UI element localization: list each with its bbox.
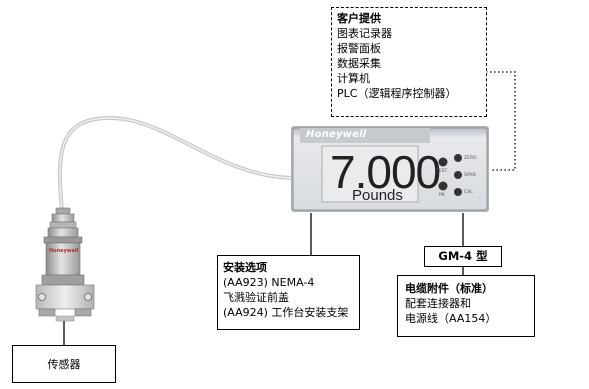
customer-item-chart-recorder: 图表记录器 [337, 27, 392, 40]
sensor-cable-highlight [59, 117, 301, 211]
customer-item-plc: PLC（逻辑程序控制器） [337, 87, 457, 100]
sensor-assembly [35, 207, 95, 322]
customer-item-alarm-panel: 报警面板 [337, 42, 381, 55]
cal-button [454, 188, 462, 196]
model-label: GM-4 型 [438, 249, 488, 263]
display-brand: Honeywell [306, 129, 367, 140]
display-brand-bar [300, 128, 430, 143]
model-box: GM-4 型 [424, 246, 502, 267]
customer-box-title: 客户提供 [337, 12, 381, 25]
zero-button [454, 154, 462, 162]
install-box-title: 安装选项 [223, 261, 267, 274]
cable-box-title: 电缆附件（标准） [405, 282, 493, 295]
install-option-bench-bracket: (AA924) 工作台安装支架 [223, 306, 349, 319]
sensor-brand: Honeywell [49, 248, 79, 254]
span-button-label: SPAN [464, 173, 476, 178]
customer-item-data-acquisition: 数据采集 [337, 57, 381, 70]
test-button-label: TEST [436, 169, 448, 174]
pk-button [438, 181, 448, 191]
span-button [454, 171, 462, 179]
display-value: 7.000 [330, 146, 441, 198]
display-unit-label: Pounds [352, 187, 403, 204]
customer-supplied-box: 客户提供 图表记录器 报警面板 数据采集 计算机 PLC（逻辑程序控制器） [331, 7, 487, 117]
test-button [438, 157, 448, 167]
sensor-label-box: 传感器 [12, 345, 116, 383]
customer-item-computer: 计算机 [337, 72, 370, 85]
install-option-front-cover: 飞溅验证前盖 [223, 291, 289, 304]
customer-connector-line [486, 71, 516, 171]
cable-line-connector: 配套连接器和 [405, 297, 471, 310]
zero-button-label: ZERO [464, 156, 477, 161]
display-unit [291, 126, 489, 212]
cable-accessories-box: 电缆附件（标准） 配套连接器和 电源线（AA154） [397, 275, 535, 337]
sensor-cable [57, 115, 301, 211]
install-option-nema: (AA923) NEMA-4 [223, 276, 315, 289]
cable-line-power-cord: 电源线（AA154） [405, 312, 497, 325]
sensor-label: 传感器 [47, 358, 81, 371]
install-options-box: 安装选项 (AA923) NEMA-4 飞溅验证前盖 (AA924) 工作台安装… [217, 255, 360, 330]
display-screen [321, 145, 419, 203]
cal-button-label: CAL [464, 190, 473, 195]
pk-button-label: PK [439, 193, 445, 198]
